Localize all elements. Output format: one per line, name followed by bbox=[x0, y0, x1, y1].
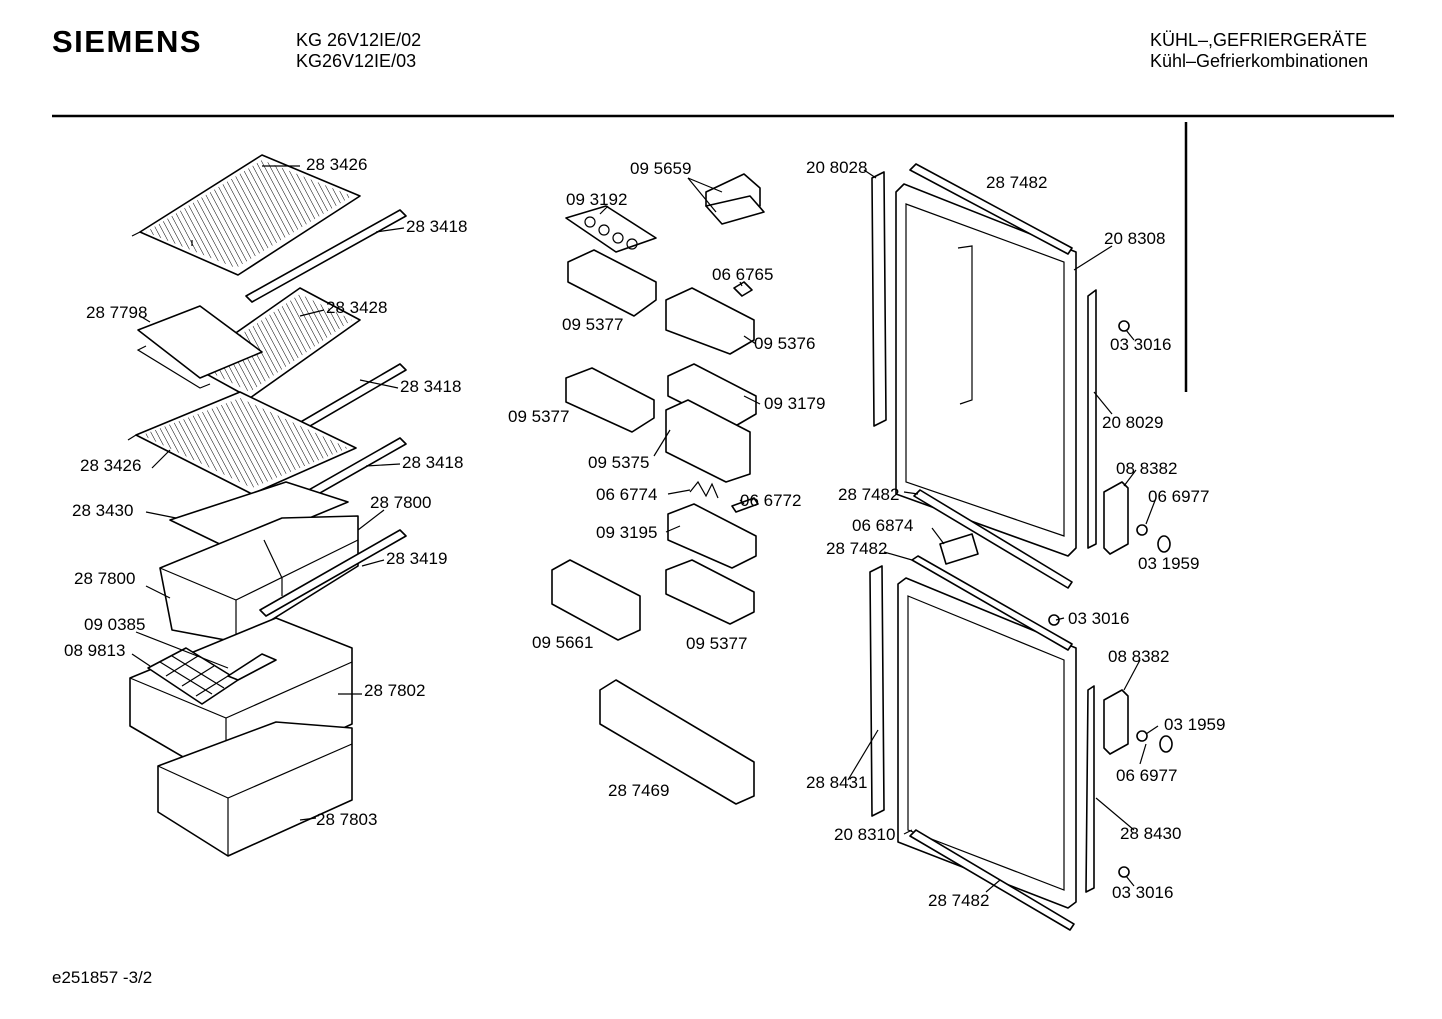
part-label: 28 7482 bbox=[986, 173, 1047, 192]
part-label: 03 1959 bbox=[1138, 554, 1199, 573]
category-title: KÜHL–,GEFRIERGERÄTE bbox=[1150, 30, 1368, 50]
part-label: 09 3192 bbox=[566, 190, 627, 209]
part-label: 28 8430 bbox=[1120, 824, 1181, 843]
freezer-door bbox=[897, 577, 1077, 909]
part-label: 08 8382 bbox=[1116, 459, 1177, 478]
part-label: 20 8308 bbox=[1104, 229, 1165, 248]
door-strips bbox=[869, 163, 1097, 931]
part-label: 28 7482 bbox=[928, 891, 989, 910]
part-label: 20 8310 bbox=[834, 825, 895, 844]
part-label: 09 5659 bbox=[630, 159, 691, 178]
crisper-drawer bbox=[159, 515, 359, 643]
part-label: 06 6977 bbox=[1148, 487, 1209, 506]
part-label: 28 7800 bbox=[74, 569, 135, 588]
spring bbox=[689, 480, 719, 499]
part-label: 28 7802 bbox=[364, 681, 425, 700]
part-label: 09 5377 bbox=[562, 315, 623, 334]
glass-shelf-lower bbox=[127, 391, 357, 495]
screws-and-rings bbox=[1048, 320, 1173, 878]
egg-tray bbox=[565, 205, 657, 253]
part-label: 28 3418 bbox=[400, 377, 461, 396]
part-label: 28 3430 bbox=[72, 501, 133, 520]
part-label: 20 8029 bbox=[1102, 413, 1163, 432]
butter-dish bbox=[705, 173, 765, 225]
clip-screw bbox=[733, 281, 753, 297]
leader-lines bbox=[131, 165, 1159, 893]
glass-cover-plate bbox=[136, 305, 263, 389]
part-label: 09 3195 bbox=[596, 523, 657, 542]
part-label: 28 3418 bbox=[402, 453, 463, 472]
part-label: 06 6977 bbox=[1116, 766, 1177, 785]
door-bin-d bbox=[667, 363, 757, 429]
part-label: 08 8382 bbox=[1108, 647, 1169, 666]
part-label: 03 3016 bbox=[1112, 883, 1173, 902]
door-bin-b bbox=[665, 287, 755, 355]
shelf-trim-strip-4 bbox=[259, 529, 407, 617]
part-label: 09 5376 bbox=[754, 334, 815, 353]
part-label: 06 6765 bbox=[712, 265, 773, 284]
door-bin-c bbox=[565, 367, 655, 433]
part-label: 09 0385 bbox=[84, 615, 145, 634]
part-label: 28 7482 bbox=[838, 485, 899, 504]
part-label: 09 3179 bbox=[764, 394, 825, 413]
part-label: 06 6772 bbox=[740, 491, 801, 510]
part-label: 03 1959 bbox=[1164, 715, 1225, 734]
drawing-code: e251857 -3/2 bbox=[52, 968, 153, 987]
shelf-trim-strip-1 bbox=[245, 209, 407, 303]
model-number-2: KG26V12IE/03 bbox=[296, 51, 417, 71]
brand-logo: SIEMENS bbox=[52, 24, 203, 59]
part-label: 08 9813 bbox=[64, 641, 125, 660]
part-label: 28 7800 bbox=[370, 493, 431, 512]
part-label: 28 3418 bbox=[406, 217, 467, 236]
door-bin-e bbox=[665, 399, 751, 483]
part-label: 09 5377 bbox=[508, 407, 569, 426]
door-bin-a bbox=[567, 249, 657, 317]
part-label: 09 5661 bbox=[532, 633, 593, 652]
door-handles bbox=[1103, 481, 1129, 755]
part-label: 28 7798 bbox=[86, 303, 147, 322]
part-label: 28 7469 bbox=[608, 781, 669, 800]
part-labels: 28 3426 28 3418 28 7798 28 3428 28 3418 … bbox=[64, 155, 1225, 910]
ice-scraper bbox=[227, 653, 277, 681]
part-label: 09 5377 bbox=[686, 634, 747, 653]
part-label: 06 6874 bbox=[852, 516, 913, 535]
door-bin-h bbox=[665, 559, 755, 625]
part-label: 20 8028 bbox=[806, 158, 867, 177]
model-number-1: KG 26V12IE/02 bbox=[296, 30, 422, 50]
category-subtitle: Kühl–Gefrierkombinationen bbox=[1150, 51, 1369, 71]
badge-plate bbox=[939, 533, 979, 565]
part-label: 28 3428 bbox=[326, 298, 387, 317]
door-bin-g bbox=[551, 559, 641, 641]
ice-cube-tray bbox=[147, 647, 239, 705]
part-label: 28 7803 bbox=[316, 810, 377, 829]
part-label: 03 3016 bbox=[1110, 335, 1171, 354]
glass-plate-cover bbox=[169, 481, 349, 551]
hinge-pin bbox=[731, 497, 759, 513]
part-label: 28 3419 bbox=[386, 549, 447, 568]
freezer-drawer-lower bbox=[157, 721, 353, 857]
glass-shelf-top bbox=[131, 154, 361, 276]
door-bin-bottle bbox=[599, 679, 755, 805]
part-label: 03 3016 bbox=[1068, 609, 1129, 628]
part-label: 28 3426 bbox=[306, 155, 367, 174]
part-label: 28 7482 bbox=[826, 539, 887, 558]
part-label: 09 5375 bbox=[588, 453, 649, 472]
fridge-door bbox=[895, 183, 1077, 557]
part-label: 28 8431 bbox=[806, 773, 867, 792]
glass-shelf-middle bbox=[189, 287, 361, 399]
door-bin-f bbox=[667, 503, 757, 569]
part-label: 28 3426 bbox=[80, 456, 141, 475]
part-label: 06 6774 bbox=[596, 485, 657, 504]
